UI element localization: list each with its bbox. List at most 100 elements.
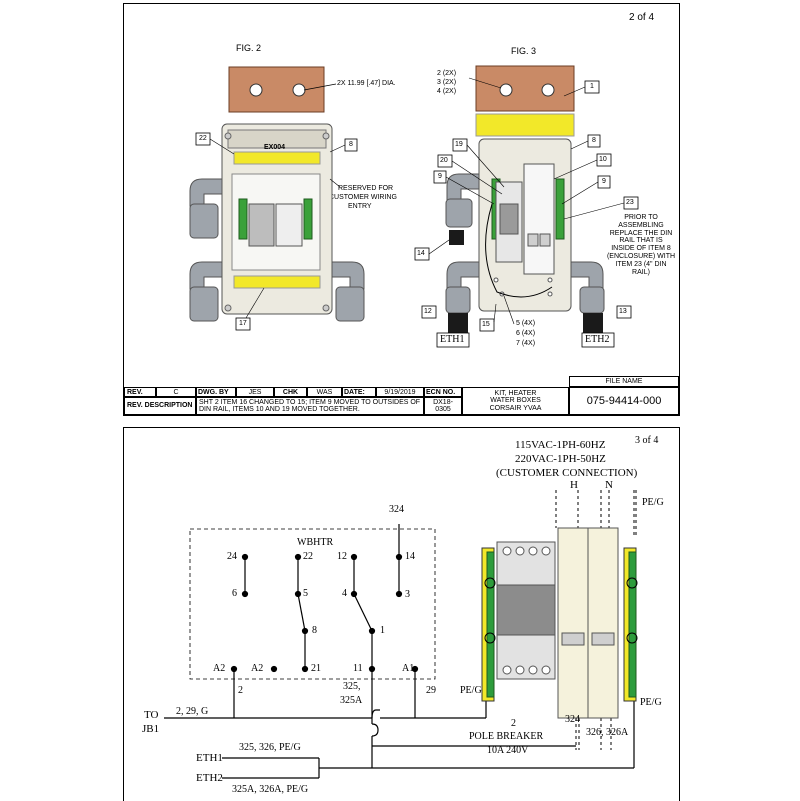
terminal-4: 4 [342,588,347,599]
rev-desc-label: REV. DESCRIPTION [124,397,196,415]
fig2-title: FIG. 2 [236,43,262,53]
wires-2-29-g: 2, 29, G [176,706,209,717]
h-label: H [570,479,578,491]
reserved-note-3: ENTRY [348,203,372,210]
wbhtr-box [189,528,436,680]
peg-right-label: PE/G [640,697,662,708]
fig2-label-plate: EX004 [264,144,286,151]
fig3-qty-5: 5 (4X) [516,320,536,327]
terminal-a2-left: A2 [213,663,226,674]
field-wiring [164,669,635,779]
eth1-label: ETH1 [196,752,223,764]
ecn-label: ECN NO. [424,387,462,397]
fig3-conduit-fittings [445,173,605,314]
fig3-copper-bar [468,65,575,112]
wire-325-label: 325, [343,681,361,692]
wiring-schematic [164,490,638,779]
drawing-sheet-3: 3 of 4 115VAC-1PH-60HZ 220VAC-1PH-50HZ (… [123,427,680,801]
terminal-1: 1 [380,625,385,636]
dwg-by-label: DWG. BY [196,387,236,397]
file-name-value: 075-94414-000 [569,387,679,415]
terminal-12: 12 [337,551,347,562]
fig3-qty-3: 4 (2X) [437,88,457,95]
terminal-24: 24 [227,551,237,562]
eth2-label: ETH2 [196,772,223,784]
page-number: 2 of 4 [629,12,655,23]
rev-label: REV. [124,387,156,397]
supply-lines [555,490,637,750]
fig3-callout-23: 23 [626,199,634,206]
wire-324-bottom: 324 [565,714,580,725]
terminal-6: 6 [232,588,237,599]
rev-desc-value: SHT 2 ITEM 16 CHANGED TO 15; ITEM 9 MOVE… [196,397,424,415]
file-name-label: FILE NAME [569,376,679,387]
fig2-conduit-fittings [189,178,365,322]
wire-325a-label: 325A [340,695,363,706]
fig3-leader-lines [428,86,625,325]
fig3-enclosure [475,113,575,312]
fig3-callout-10: 10 [599,156,607,163]
relay-contacts [230,524,419,673]
fig2-callout-22 [195,132,235,155]
fig2-callout-8-label: 8 [349,141,353,148]
terminal-324: 324 [389,504,404,515]
wire-2-label: 2 [238,685,243,696]
fig2-callout-17 [235,287,265,331]
fig3-eth2-label: ETH2 [585,334,610,345]
terminal-a1: A1 [402,663,415,674]
fig3-callout-14: 14 [417,250,425,257]
wbhtr-label: WBHTR [297,537,334,548]
terminal-21: 21 [311,663,321,674]
fig2-enclosure [221,123,333,315]
fig3-callout-13: 13 [619,308,627,315]
fig2-copper-bar [228,66,337,113]
fig3-qty-7: 7 (4X) [516,340,536,347]
supply-line-2: 220VAC-1PH-50HZ [515,453,606,465]
fig3-qty-2: 3 (2X) [437,79,457,86]
fig3-callout-9-left: 9 [438,173,442,180]
fig2-callout-22-label: 22 [199,135,207,142]
fig2-callout-8 [329,138,358,188]
fig3-callout-15: 15 [482,321,490,328]
fig3-qty-6: 6 (4X) [516,330,536,337]
fig3-callout-12: 12 [424,308,432,315]
fig3-qty-1: 2 (2X) [437,70,457,77]
din-rail-note: PRIOR TO ASSEMBLING REPLACE THE DIN RAIL… [606,214,676,276]
breaker-rating: 10A 240V [487,745,529,756]
fig3-callout-19: 19 [455,141,463,148]
fig2-dia-note: 2X 11.99 [.47] DIA. [337,80,396,87]
terminal-8: 8 [312,625,317,636]
eth2-wires: 325A, 326A, PE/G [232,784,309,795]
to-jb1-label-1: TO [144,709,159,721]
breaker-poles: 2 [511,718,516,729]
fig3-eth1-label: ETH1 [440,334,465,345]
fig3-callout-1: 1 [590,83,594,90]
fig3-title: FIG. 3 [511,46,537,56]
fig3-callout-9-right: 9 [602,178,606,185]
dwg-by-value: JES [236,387,274,397]
date-value: 9/19/2019 [376,387,424,397]
wire-326-label: 326, 326A [586,727,629,738]
assembly-drawings [189,65,639,348]
chk-label: CHK [274,387,307,397]
fig3-cable-glands [448,230,603,335]
breaker-label: POLE BREAKER [469,731,544,742]
terminal-5: 5 [303,588,308,599]
page-number: 3 of 4 [635,435,659,446]
supply-line-1: 115VAC-1PH-60HZ [515,439,606,451]
reserved-note-1: RESERVED FOR [338,185,394,192]
drawing-title: KIT, HEATER WATER BOXES CORSAIR YVAA [462,387,569,415]
date-label: DATE: [342,387,376,397]
peg-left-label: PE/G [460,685,482,696]
drawing-sheet-2: 2 of 4 FIG. 2 2X 11.99 [.47] DIA. RESERV… [123,3,680,416]
n-label: N [605,479,613,491]
terminal-22: 22 [303,551,313,562]
ecn-value: DX18-0305 [424,397,462,415]
eth1-wires: 325, 326, PE/G [239,742,301,753]
fig3-callout-20: 20 [440,157,448,164]
terminal-11: 11 [353,663,363,674]
terminal-14: 14 [405,551,415,562]
fig3-callout-8: 8 [592,137,596,144]
din-rail-assembly [481,527,638,719]
terminal-a2-right: A2 [251,663,264,674]
